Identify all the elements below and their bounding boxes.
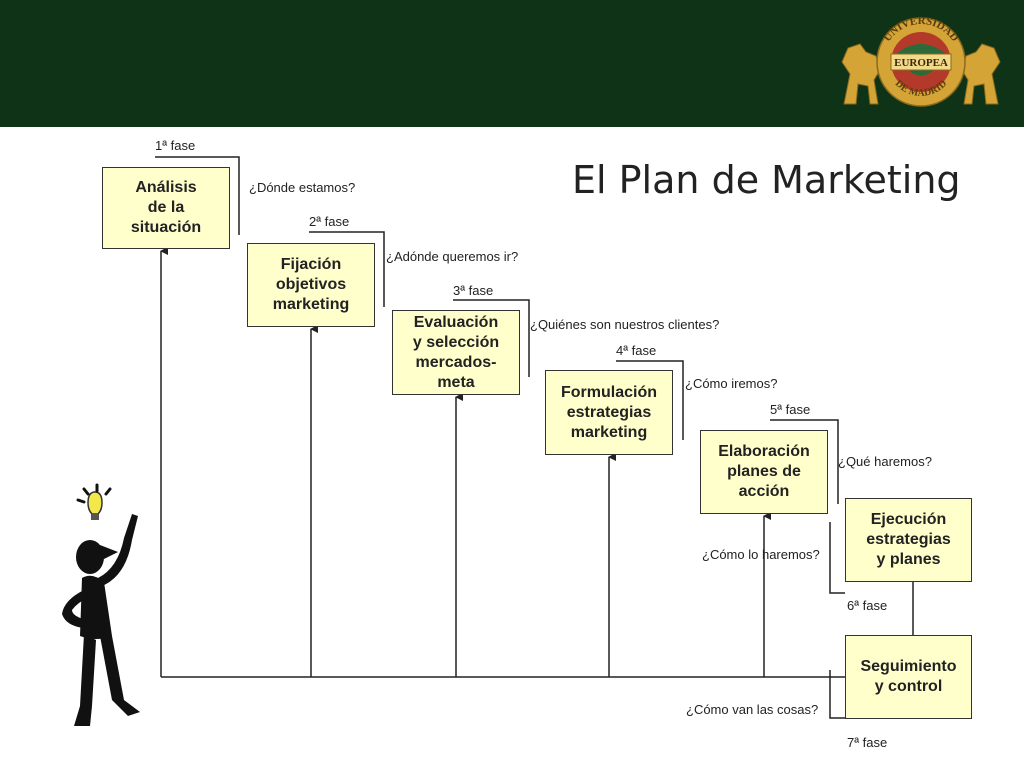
stage-question-6: ¿Cómo lo haremos? xyxy=(702,547,820,562)
phase-bracket-7 xyxy=(829,670,845,719)
phase-label-3: 3ª fase xyxy=(453,283,494,298)
phase-label-6: 6ª fase xyxy=(847,598,888,613)
stage-box-7: Seguimiento y control xyxy=(845,635,972,719)
seal-banner-text: EUROPEA xyxy=(894,57,948,69)
university-seal-logo: UNIVERSIDAD DE MADRID EUROPEA xyxy=(841,15,1001,107)
stage-question-1: ¿Dónde estamos? xyxy=(249,180,356,195)
phase-bracket-5 xyxy=(770,419,839,504)
phase-label-5: 5ª fase xyxy=(770,402,811,417)
stage-question-5: ¿Qué haremos? xyxy=(838,454,932,469)
stage-question-4: ¿Cómo iremos? xyxy=(685,376,778,391)
phase-label-1: 1ª fase xyxy=(155,138,196,153)
stage-box-6: Ejecución estrategias y planes xyxy=(845,498,972,582)
phase-label-4: 4ª fase xyxy=(616,343,657,358)
phase-bracket-6 xyxy=(829,522,845,594)
phase-label-2: 2ª fase xyxy=(309,214,350,229)
phase-bracket-1 xyxy=(155,156,240,235)
header-bar: UNIVERSIDAD DE MADRID EUROPEA xyxy=(0,0,1024,127)
connector-lines xyxy=(155,156,914,719)
stage-question-3: ¿Quiénes son nuestros clientes? xyxy=(530,317,720,332)
phase-bracket-2 xyxy=(309,231,385,307)
stage-box-3: Evaluación y selección mercados- meta xyxy=(392,310,520,395)
stage-question-7: ¿Cómo van las cosas? xyxy=(686,702,819,717)
page-title: El Plan de Marketing xyxy=(572,158,961,202)
stick-figure-lightbulb-icon xyxy=(62,483,140,726)
stage-box-5: Elaboración planes de acción xyxy=(700,430,828,514)
phase-label-7: 7ª fase xyxy=(847,735,888,750)
phase-bracket-4 xyxy=(616,360,684,440)
stage-box-4: Formulación estrategias marketing xyxy=(545,370,673,455)
stage-question-2: ¿Adónde queremos ir? xyxy=(386,249,519,264)
phase-bracket-3 xyxy=(453,299,530,377)
stage-box-2: Fijación objetivos marketing xyxy=(247,243,375,327)
stage-box-1: Análisis de la situación xyxy=(102,167,230,249)
